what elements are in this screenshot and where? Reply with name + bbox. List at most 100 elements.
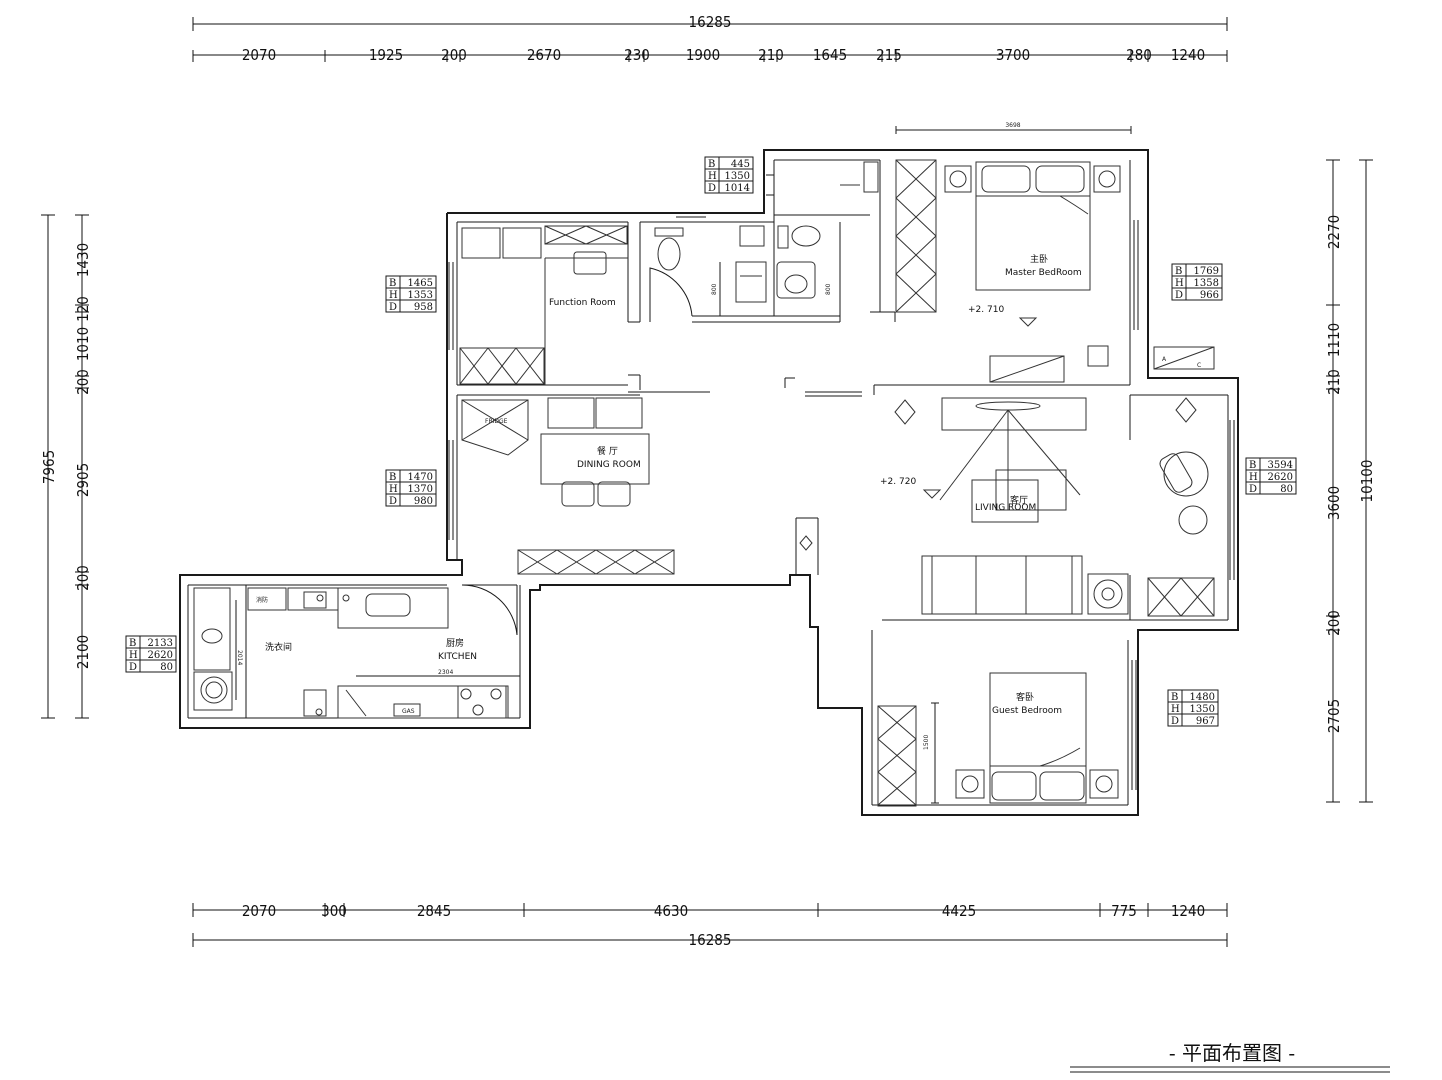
wt7-d: 967 bbox=[1196, 716, 1215, 727]
wt5-h: 2620 bbox=[1268, 472, 1293, 483]
dining-room-en-label: DINING ROOM bbox=[577, 460, 641, 470]
drawing-title: - 平面布置图 - bbox=[1169, 1041, 1295, 1065]
master-bedroom-cn-label: 主卧 bbox=[1030, 253, 1048, 265]
bathroom-furniture bbox=[654, 161, 879, 316]
wt4-h: 1370 bbox=[408, 484, 433, 495]
top-dim-6: 1900 bbox=[686, 46, 720, 64]
drawing-title-block: - 平面布置图 - bbox=[1070, 1041, 1390, 1073]
top-inner-dim: 3698 bbox=[1005, 122, 1020, 129]
left-dimensions: 7965 1430 120 1010 200 2905 200 2100 bbox=[40, 214, 92, 719]
bottom-dim-7: 1240 bbox=[1171, 902, 1205, 920]
room-labels: Function Room 主卧 Master BedRoom 餐 厅 DINI… bbox=[236, 253, 1082, 750]
interior-dim-2014: 2014 bbox=[236, 650, 243, 665]
window-table-7: BHD 1480 1350 967 bbox=[1167, 689, 1219, 727]
bottom-dim-3: 2845 bbox=[417, 902, 451, 920]
window-table-2: BHD 1465 1353 958 bbox=[385, 275, 437, 313]
guest-bedroom-en-label: Guest Bedroom bbox=[992, 706, 1062, 716]
bottom-dim-4: 4630 bbox=[654, 902, 688, 920]
top-dim-2: 1925 bbox=[369, 46, 403, 64]
svg-text:B: B bbox=[1175, 266, 1182, 277]
window-marks bbox=[448, 174, 1235, 790]
top-dim-9: 215 bbox=[876, 46, 902, 64]
wt6-d: 80 bbox=[160, 662, 173, 673]
master-bedroom-furniture bbox=[895, 159, 1121, 383]
top-dim-10: 3700 bbox=[996, 46, 1030, 64]
bottom-total-dim: 16285 bbox=[689, 931, 732, 949]
wt5-b: 3594 bbox=[1268, 460, 1293, 471]
top-dim-8: 1645 bbox=[813, 46, 847, 64]
living-level-label: +2. 720 bbox=[880, 477, 916, 487]
laundry-cn-label: 洗衣间 bbox=[265, 641, 292, 653]
top-dim-4: 2670 bbox=[527, 46, 561, 64]
wt4-d: 980 bbox=[414, 496, 433, 507]
right-dim-4: 3600 bbox=[1325, 486, 1343, 520]
fire-label: 消防 bbox=[256, 596, 268, 604]
left-dim-4: 200 bbox=[74, 369, 92, 395]
interior-dim-1500: 1500 bbox=[923, 735, 930, 750]
top-dim-5: 230 bbox=[624, 46, 650, 64]
svg-text:B: B bbox=[708, 159, 715, 170]
fridge-label: FRIDGE bbox=[485, 418, 508, 425]
bottom-dim-6: 775 bbox=[1111, 902, 1137, 920]
left-dim-1: 1430 bbox=[74, 243, 92, 277]
svg-text:D: D bbox=[129, 662, 137, 673]
svg-text:B: B bbox=[129, 638, 136, 649]
wt1-b: 445 bbox=[731, 159, 750, 170]
living-room-en-label: LIVING ROOM bbox=[975, 503, 1036, 513]
right-dim-6: 2705 bbox=[1325, 699, 1343, 733]
top-dim-3: 200 bbox=[441, 46, 467, 64]
right-dim-3: 210 bbox=[1325, 369, 1343, 395]
right-dim-2: 1110 bbox=[1325, 323, 1343, 357]
svg-text:H: H bbox=[129, 650, 138, 661]
svg-text:H: H bbox=[1249, 472, 1258, 483]
svg-text:D: D bbox=[1249, 484, 1257, 495]
living-room-furniture: A C bbox=[799, 346, 1215, 617]
window-table-1: BHD 445 1350 1014 bbox=[704, 156, 754, 194]
top-dim-12: 1240 bbox=[1171, 46, 1205, 64]
top-dim-7: 210 bbox=[758, 46, 784, 64]
interior-dim-800-a: 800 bbox=[711, 283, 718, 295]
doors bbox=[461, 267, 693, 636]
left-dim-3: 1010 bbox=[74, 327, 92, 361]
living-room-cn-label: 客厅 bbox=[1010, 494, 1028, 506]
interior-dim-2304: 2304 bbox=[438, 669, 453, 676]
svg-text:D: D bbox=[708, 183, 716, 194]
svg-text:D: D bbox=[1171, 716, 1179, 727]
kitchen-en-label: KITCHEN bbox=[438, 652, 477, 662]
right-total-dim: 10100 bbox=[1358, 460, 1376, 503]
bottom-dimensions: 2070 300 2845 4630 4425 775 1240 16285 bbox=[192, 902, 1228, 949]
wt5-d: 80 bbox=[1280, 484, 1293, 495]
bottom-dim-5: 4425 bbox=[942, 902, 976, 920]
svg-text:D: D bbox=[389, 302, 397, 313]
wt3-d: 966 bbox=[1200, 290, 1219, 301]
svg-text:D: D bbox=[1175, 290, 1183, 301]
svg-text:B: B bbox=[1171, 692, 1178, 703]
kitchen-furniture: GAS 消防 bbox=[193, 587, 520, 719]
svg-text:H: H bbox=[389, 484, 398, 495]
ac-c-label: C bbox=[1197, 362, 1201, 369]
wt1-h: 1350 bbox=[725, 171, 750, 182]
top-dimensions: 16285 2070 1925 200 2670 230 1900 210 16… bbox=[192, 13, 1228, 134]
left-dim-6: 200 bbox=[74, 565, 92, 591]
window-table-3: BHD 1769 1358 966 bbox=[1171, 263, 1223, 301]
right-dimensions: 2270 1110 210 3600 200 2705 10100 bbox=[1325, 159, 1376, 803]
svg-text:B: B bbox=[1249, 460, 1256, 471]
ac-a-label: A bbox=[1162, 356, 1167, 363]
left-dim-5: 2905 bbox=[74, 463, 92, 497]
svg-text:B: B bbox=[389, 278, 396, 289]
svg-text:H: H bbox=[389, 290, 398, 301]
svg-text:H: H bbox=[708, 171, 717, 182]
top-dim-1: 2070 bbox=[242, 46, 276, 64]
window-table-6: BHD 2133 2620 80 bbox=[125, 635, 177, 673]
window-table-4: BHD 1470 1370 980 bbox=[385, 469, 437, 507]
svg-text:B: B bbox=[389, 472, 396, 483]
left-total-dim: 7965 bbox=[40, 450, 58, 484]
guest-bedroom-furniture bbox=[877, 672, 1119, 807]
wt2-b: 1465 bbox=[408, 278, 433, 289]
wt3-h: 1358 bbox=[1194, 278, 1219, 289]
wt1-d: 1014 bbox=[725, 183, 750, 194]
walls bbox=[179, 149, 1239, 816]
wt6-h: 2620 bbox=[148, 650, 173, 661]
left-dim-2: 120 bbox=[74, 296, 92, 322]
